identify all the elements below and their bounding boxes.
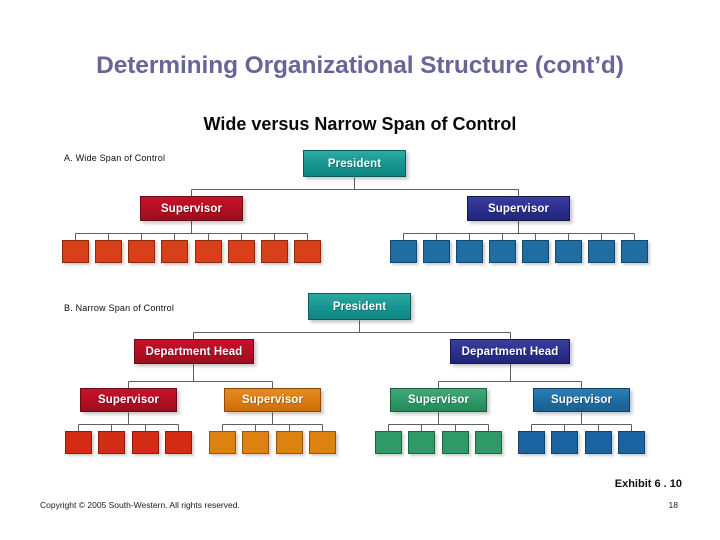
exhibit-label: Exhibit 6 . 10 bbox=[614, 478, 682, 490]
leaf-box-narrow-g1-4[interactable] bbox=[165, 431, 192, 454]
leaf-box-narrow-g3-2[interactable] bbox=[408, 431, 435, 454]
node-supervisor-narrow-2[interactable]: Supervisor bbox=[224, 388, 321, 412]
leaf-box-narrow-g2-1[interactable] bbox=[209, 431, 236, 454]
page-number: 18 bbox=[668, 500, 678, 510]
leaf-box-narrow-g3-4[interactable] bbox=[475, 431, 502, 454]
leaf-box-wide-right-4[interactable] bbox=[489, 240, 516, 263]
leaf-box-narrow-g1-2[interactable] bbox=[98, 431, 125, 454]
leaf-box-narrow-g3-1[interactable] bbox=[375, 431, 402, 454]
leaf-box-narrow-g4-3[interactable] bbox=[585, 431, 612, 454]
leaf-box-wide-right-1[interactable] bbox=[390, 240, 417, 263]
node-supervisor-narrow-1[interactable]: Supervisor bbox=[80, 388, 177, 412]
node-department-head-left[interactable]: Department Head bbox=[134, 339, 254, 364]
node-supervisor-narrow-4[interactable]: Supervisor bbox=[533, 388, 630, 412]
leaf-box-narrow-g4-4[interactable] bbox=[618, 431, 645, 454]
leaf-box-narrow-g2-4[interactable] bbox=[309, 431, 336, 454]
leaf-box-wide-left-8[interactable] bbox=[294, 240, 321, 263]
leaf-box-wide-left-2[interactable] bbox=[95, 240, 122, 263]
leaf-box-narrow-g3-3[interactable] bbox=[442, 431, 469, 454]
leaf-box-narrow-g4-1[interactable] bbox=[518, 431, 545, 454]
leaf-box-narrow-g2-3[interactable] bbox=[276, 431, 303, 454]
leaf-box-wide-left-5[interactable] bbox=[195, 240, 222, 263]
section-label-a: A. Wide Span of Control bbox=[64, 153, 166, 163]
node-president-narrow[interactable]: President bbox=[308, 293, 411, 320]
slide-subtitle: Wide versus Narrow Span of Control bbox=[203, 114, 517, 134]
section-label-b: B. Narrow Span of Control bbox=[64, 303, 175, 313]
leaf-box-wide-left-4[interactable] bbox=[161, 240, 188, 263]
leaf-box-wide-left-6[interactable] bbox=[228, 240, 255, 263]
leaf-box-wide-left-1[interactable] bbox=[62, 240, 89, 263]
leaf-box-wide-right-7[interactable] bbox=[588, 240, 615, 263]
leaf-box-wide-right-3[interactable] bbox=[456, 240, 483, 263]
leaf-box-narrow-g1-1[interactable] bbox=[65, 431, 92, 454]
node-supervisor-wide-left[interactable]: Supervisor bbox=[140, 196, 243, 221]
node-supervisor-wide-right[interactable]: Supervisor bbox=[467, 196, 570, 221]
leaf-box-wide-left-7[interactable] bbox=[261, 240, 288, 263]
leaf-box-narrow-g1-3[interactable] bbox=[132, 431, 159, 454]
node-president-wide[interactable]: President bbox=[303, 150, 406, 177]
leaf-box-wide-left-3[interactable] bbox=[128, 240, 155, 263]
node-department-head-right[interactable]: Department Head bbox=[450, 339, 570, 364]
node-supervisor-narrow-3[interactable]: Supervisor bbox=[390, 388, 487, 412]
leaf-box-narrow-g4-2[interactable] bbox=[551, 431, 578, 454]
leaf-box-narrow-g2-2[interactable] bbox=[242, 431, 269, 454]
page-title: Determining Organizational Structure (co… bbox=[96, 52, 624, 79]
leaf-box-wide-right-5[interactable] bbox=[522, 240, 549, 263]
leaf-box-wide-right-6[interactable] bbox=[555, 240, 582, 263]
copyright-notice: Copyright © 2005 South-Western. All righ… bbox=[40, 500, 240, 510]
leaf-box-wide-right-8[interactable] bbox=[621, 240, 648, 263]
leaf-box-wide-right-2[interactable] bbox=[423, 240, 450, 263]
